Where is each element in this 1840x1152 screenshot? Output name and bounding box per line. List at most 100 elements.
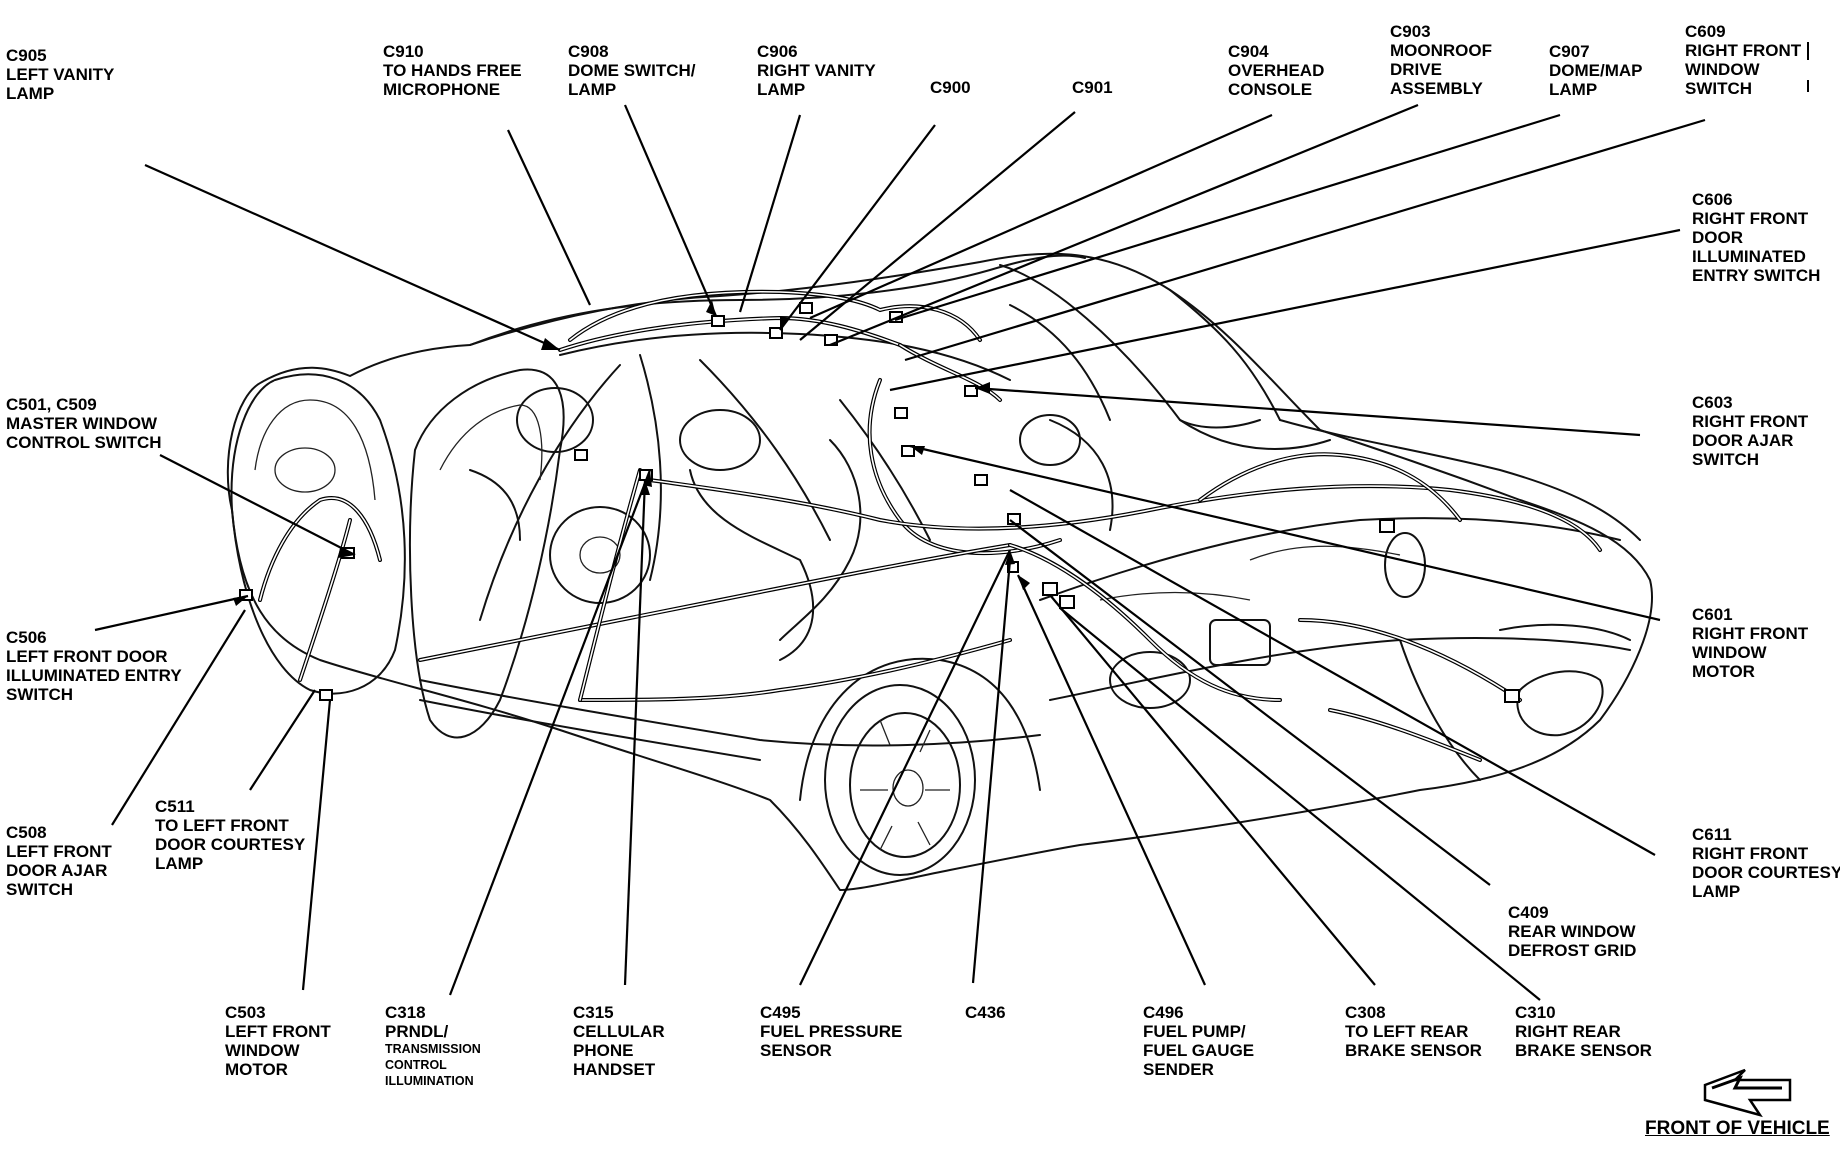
label-c903: C903 MOONROOF DRIVE ASSEMBLY <box>1390 22 1492 98</box>
label-c308-line-2: TO LEFT REAR <box>1345 1022 1469 1041</box>
label-c905: C905 LEFT VANITY LAMP <box>6 46 114 103</box>
label-c904-line-3: CONSOLE <box>1228 80 1313 99</box>
label-c900: C900 <box>930 78 971 97</box>
label-c308: C308 TO LEFT REAR BRAKE SENSOR <box>1345 1003 1482 1060</box>
label-c906-line-2: RIGHT VANITY <box>757 61 876 80</box>
label-c511-line-3: DOOR COURTESY <box>155 835 306 854</box>
label-c603-line-2: RIGHT FRONT <box>1692 412 1809 431</box>
label-c496-line-4: SENDER <box>1143 1060 1214 1079</box>
label-c908-line-3: LAMP <box>568 80 617 99</box>
label-c606-line-3: DOOR <box>1692 228 1743 247</box>
label-c318-line-1: C318 <box>385 1003 426 1022</box>
label-c904-line-1: C904 <box>1228 42 1269 61</box>
label-c908-line-2: DOME SWITCH/ <box>568 61 696 80</box>
label-c511-line-1: C511 <box>155 797 195 816</box>
label-c908-line-1: C908 <box>568 42 609 61</box>
label-c901-line-1: C901 <box>1072 78 1113 97</box>
label-c603-line-1: C603 <box>1692 393 1733 412</box>
label-c603-line-3: DOOR AJAR <box>1692 431 1794 450</box>
label-c508: C508 LEFT FRONT DOOR AJAR SWITCH <box>6 823 112 899</box>
label-c603-line-4: SWITCH <box>1692 450 1760 469</box>
label-c609-line-2: RIGHT FRONT <box>1685 41 1802 60</box>
front-direction-arrow-icon <box>1703 1068 1792 1118</box>
connector-markers <box>239 302 1520 703</box>
label-c601-line-1: C601 <box>1692 605 1733 624</box>
label-c508-line-3: DOOR AJAR <box>6 861 108 880</box>
label-c501: C501, C509 MASTER WINDOW CONTROL SWITCH <box>6 395 162 452</box>
label-c611-line-1: C611 <box>1692 825 1732 844</box>
label-c601-line-4: MOTOR <box>1692 662 1755 681</box>
label-c310: C310 RIGHT REAR BRAKE SENSOR <box>1515 1003 1652 1060</box>
label-c906: C906 RIGHT VANITY LAMP <box>757 42 876 99</box>
label-c315-line-1: C315 <box>573 1003 614 1022</box>
label-c907-line-2: DOME/MAP <box>1549 61 1643 80</box>
label-c910-line-2: TO HANDS FREE <box>383 61 522 80</box>
label-c496-line-2: FUEL PUMP/ <box>1143 1022 1246 1041</box>
label-c508-line-1: C508 <box>6 823 47 842</box>
wiring-harness <box>258 289 1602 762</box>
label-c506-line-4: SWITCH <box>6 685 74 704</box>
label-c601-line-2: RIGHT FRONT <box>1692 624 1809 643</box>
label-c900-line-1: C900 <box>930 78 971 97</box>
label-c310-line-3: BRAKE SENSOR <box>1515 1041 1652 1060</box>
label-c906-line-3: LAMP <box>757 80 806 99</box>
label-c496-line-1: C496 <box>1143 1003 1184 1022</box>
label-c903-line-3: DRIVE <box>1390 60 1442 79</box>
label-c409-line-3: DEFROST GRID <box>1508 941 1637 960</box>
label-c436-line-1: C436 <box>965 1003 1006 1022</box>
label-c495-line-2: FUEL PRESSURE <box>760 1022 903 1041</box>
label-c501-line-2: MASTER WINDOW <box>6 414 158 433</box>
label-c910-line-3: MICROPHONE <box>383 80 501 99</box>
label-c308-line-3: BRAKE SENSOR <box>1345 1041 1482 1060</box>
label-c315-line-4: HANDSET <box>573 1060 656 1079</box>
leader-lines <box>94 103 1706 1001</box>
label-c606-line-4: ILLUMINATED <box>1692 247 1806 266</box>
label-c318-line-5: ILLUMINATION <box>385 1074 474 1088</box>
label-c901: C901 <box>1072 78 1113 97</box>
label-c904: C904 OVERHEAD CONSOLE <box>1228 42 1324 99</box>
label-c315-line-3: PHONE <box>573 1041 634 1060</box>
label-c601-line-3: WINDOW <box>1692 643 1767 662</box>
label-c905-line-1: C905 <box>6 46 47 65</box>
label-c495-line-1: C495 <box>760 1003 801 1022</box>
label-c511-line-4: LAMP <box>155 854 204 873</box>
label-c503: C503 LEFT FRONT WINDOW MOTOR <box>225 1003 331 1079</box>
label-c501-line-1: C501, C509 <box>6 395 97 414</box>
label-c503-line-2: LEFT FRONT <box>225 1022 331 1041</box>
label-c318-line-3: TRANSMISSION <box>385 1042 481 1056</box>
label-c905-line-3: LAMP <box>6 84 55 103</box>
label-c409-line-1: C409 <box>1508 903 1549 922</box>
label-c908: C908 DOME SWITCH/ LAMP <box>568 42 696 99</box>
label-c503-line-1: C503 <box>225 1003 266 1022</box>
label-c611: C611 RIGHT FRONT DOOR COURTESY LAMP <box>1692 825 1840 901</box>
label-c508-line-2: LEFT FRONT <box>6 842 112 861</box>
label-c606-line-2: RIGHT FRONT <box>1692 209 1809 228</box>
label-c506: C506 LEFT FRONT DOOR ILLUMINATED ENTRY S… <box>6 628 182 704</box>
label-c611-line-2: RIGHT FRONT <box>1692 844 1809 863</box>
vehicle-outline <box>226 252 1653 891</box>
label-c906-line-1: C906 <box>757 42 798 61</box>
label-c511: C511 TO LEFT FRONT DOOR COURTESY LAMP <box>155 797 305 873</box>
front-of-vehicle-label: FRONT OF VEHICLE <box>1645 1118 1830 1139</box>
label-c609-line-4: SWITCH <box>1685 79 1753 98</box>
label-c609: C609 RIGHT FRONT WINDOW SWITCH <box>1685 22 1801 98</box>
label-c601: C601 RIGHT FRONT WINDOW MOTOR <box>1692 605 1808 681</box>
label-c318-line-4: CONTROL <box>385 1058 447 1072</box>
label-c907-line-3: LAMP <box>1549 80 1598 99</box>
label-c308-line-1: C308 <box>1345 1003 1386 1022</box>
label-c904-line-2: OVERHEAD <box>1228 61 1325 80</box>
label-c310-line-1: C310 <box>1515 1003 1556 1022</box>
label-c611-line-4: LAMP <box>1692 882 1741 901</box>
label-c905-line-2: LEFT VANITY <box>6 65 115 84</box>
label-c606-line-5: ENTRY SWITCH <box>1692 266 1821 285</box>
label-c609-line-3: WINDOW <box>1685 60 1760 79</box>
label-c503-line-4: MOTOR <box>225 1060 288 1079</box>
label-c495-line-3: SENSOR <box>760 1041 832 1060</box>
label-c609-line-1: C609 <box>1685 22 1726 41</box>
label-c496-line-3: FUEL GAUGE <box>1143 1041 1255 1060</box>
label-c508-line-4: SWITCH <box>6 880 74 899</box>
label-c907: C907 DOME/MAP LAMP <box>1549 42 1643 99</box>
label-c315: C315 CELLULAR PHONE HANDSET <box>573 1003 665 1079</box>
label-c903-line-2: MOONROOF <box>1390 41 1492 60</box>
